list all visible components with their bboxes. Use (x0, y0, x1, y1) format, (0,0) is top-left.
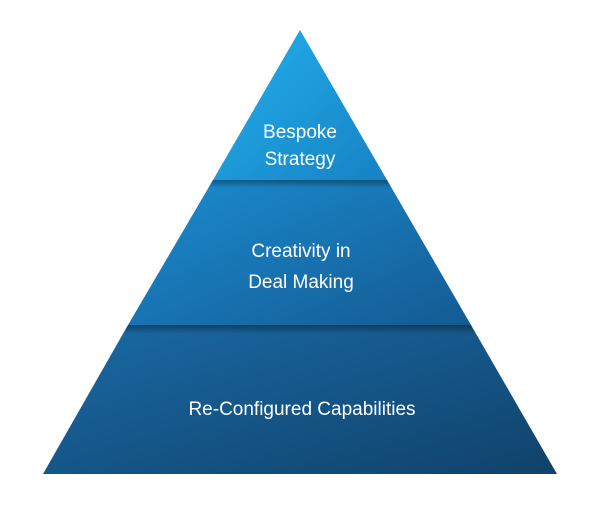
pyramid-tier-middle-shadow (208, 180, 392, 188)
pyramid-tier-bottom-shadow (123, 325, 476, 334)
pyramid-tier-middle (128, 180, 471, 325)
tier-bottom-label: Re-Configured Capabilities (188, 399, 415, 420)
tier-middle-label-line-1: Creativity in (251, 241, 350, 262)
tier-top-label-line-1: Bespoke (263, 122, 337, 143)
tier-middle-label-line-2: Deal Making (248, 272, 354, 293)
pyramid-tier-bottom (43, 325, 557, 474)
tier-top-label-line-2: Strategy (265, 149, 336, 170)
pyramid-tier-top (213, 30, 387, 180)
